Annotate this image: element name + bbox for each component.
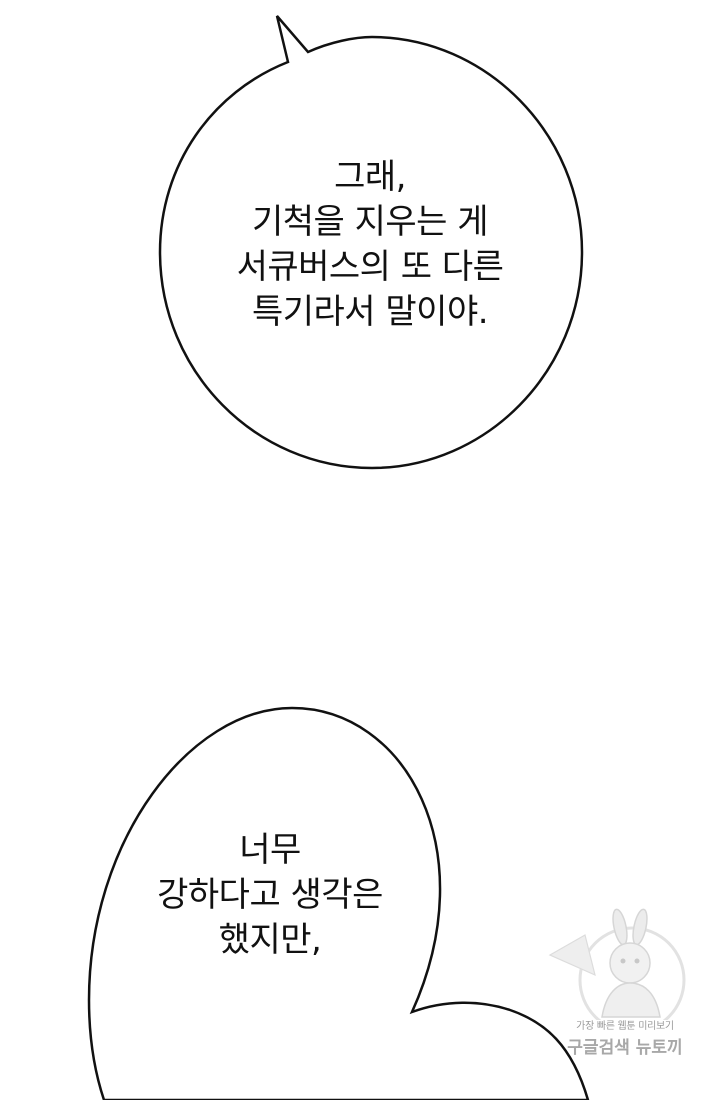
dialogue-line: 너무 (239, 830, 301, 870)
dialogue-line: 기척을 지우는 게 (251, 202, 489, 242)
speech-text-top: 그래, 기척을 지우는 게 서큐버스의 또 다른 특기라서 말이야. (200, 155, 540, 335)
watermark: 가장 빠른 웹툰 미리보기 구글검색 뉴토끼 (540, 905, 710, 1065)
speech-bubble-top (158, 15, 584, 470)
dialogue-line: 특기라서 말이야. (251, 292, 489, 332)
speech-bubble-bottom (87, 706, 590, 1100)
watermark-tagline: 가장 빠른 웹툰 미리보기 (576, 1021, 674, 1032)
dialogue-line: 그래, (334, 157, 406, 197)
bunny-mascot-icon (548, 908, 686, 1034)
speech-text-bottom: 너무 강하다고 생각은 했지만, (110, 828, 430, 963)
watermark-brand: 구글검색 뉴토끼 (567, 1038, 683, 1058)
dialogue-line: 했지만, (218, 920, 322, 960)
dialogue-line: 서큐버스의 또 다른 (236, 247, 504, 287)
dialogue-line: 강하다고 생각은 (157, 875, 383, 915)
